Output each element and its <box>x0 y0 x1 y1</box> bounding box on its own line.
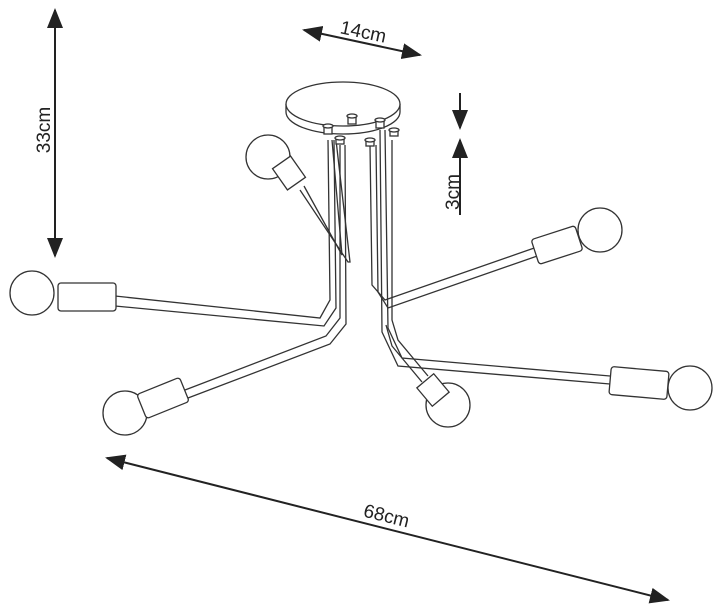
bulb-left <box>9 270 117 316</box>
bulb-far-right <box>608 365 713 411</box>
bulb-right <box>531 207 623 265</box>
canopy-width-label: 14cm <box>338 18 388 48</box>
canopy-width-arrow <box>302 25 422 60</box>
bulb-bottom-center <box>415 372 471 428</box>
canopy-height-label: 3cm <box>443 174 464 210</box>
height-total-label: 33cm <box>34 107 55 153</box>
bulb-top-left <box>245 134 307 191</box>
total-width-arrow <box>105 454 670 604</box>
ceiling-canopy <box>285 81 401 147</box>
lamp-arms <box>114 129 611 399</box>
bulb-bottom-left <box>102 377 189 436</box>
